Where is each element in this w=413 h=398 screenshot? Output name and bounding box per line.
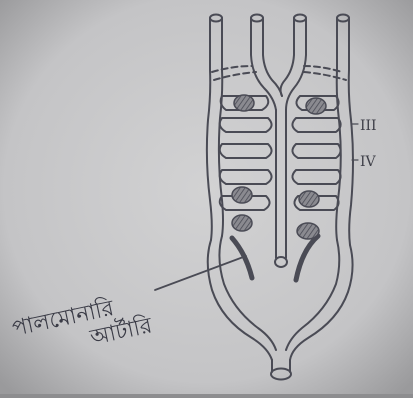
node-right-3	[297, 223, 319, 239]
node-right-1	[306, 98, 326, 114]
node-left-1	[234, 95, 254, 111]
node-right-2	[299, 191, 319, 207]
node-left-2	[232, 187, 252, 203]
arch-label-iii: III	[360, 118, 377, 134]
arch-label-iv: IV	[360, 154, 377, 170]
node-left-3	[232, 215, 252, 231]
